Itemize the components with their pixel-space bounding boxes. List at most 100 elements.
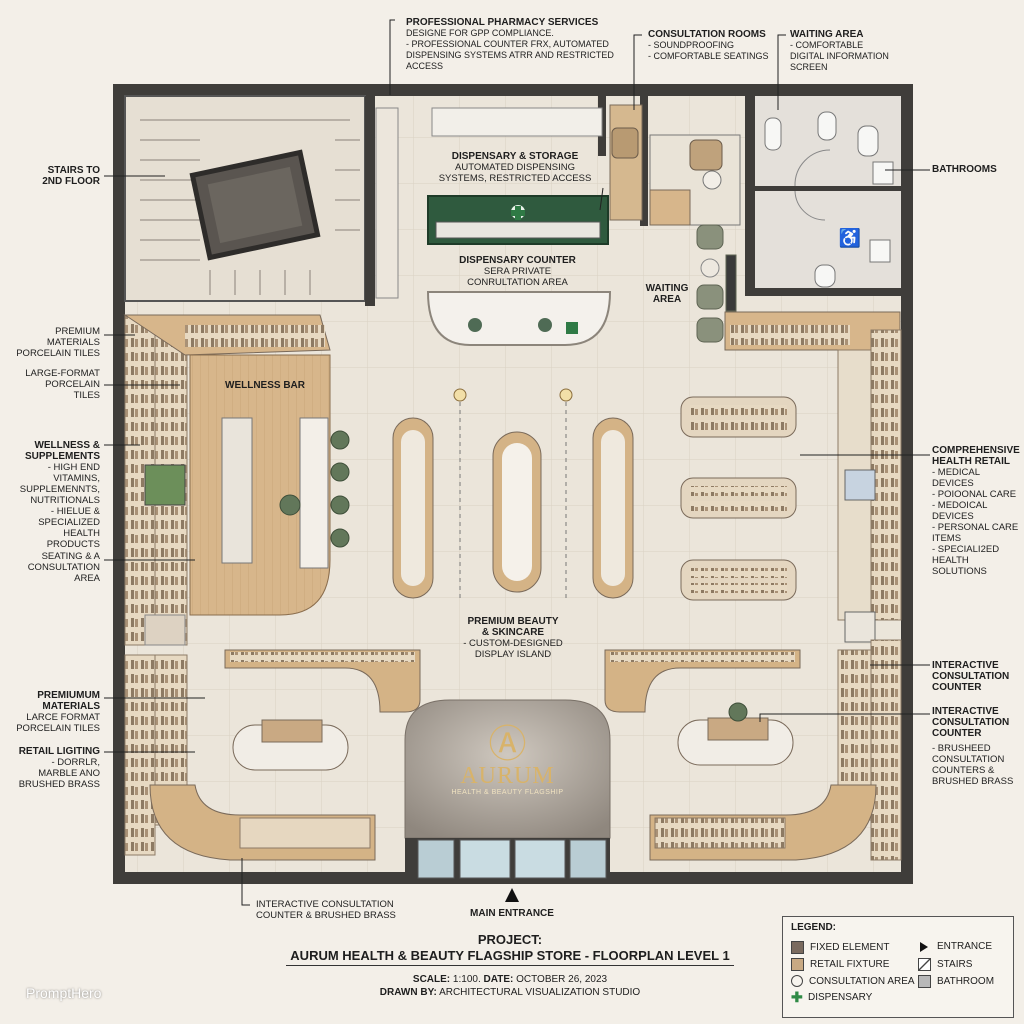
callout-line: - HIELUE & bbox=[50, 506, 100, 517]
callout-line: MARBLE ANO bbox=[38, 768, 100, 779]
legend-item-bathroom: BATHROOM bbox=[918, 975, 994, 988]
callout-title: COUNTER bbox=[932, 682, 982, 693]
room-dispensary-counter: DISPENSARY COUNTER SERA PRIVATE CONRULTA… bbox=[430, 255, 605, 288]
leader-lines bbox=[104, 19, 930, 906]
entrance-arrow-icon bbox=[505, 888, 519, 902]
legend: LEGEND: FIXED ELEMENT ENTRANCE RETAIL FI… bbox=[782, 916, 1014, 1018]
callout-line: - COMFORTABLE bbox=[790, 40, 864, 50]
room-title: DISPENSARY & STORAGE bbox=[451, 151, 579, 162]
callout-title: MAIN ENTRANCE bbox=[470, 908, 554, 919]
legend-label: CONSULTATION AREA bbox=[809, 975, 915, 987]
room-title: WAITING bbox=[645, 283, 689, 294]
callout-line: - HIGH END bbox=[47, 462, 100, 473]
logo-mark-icon: Ⓐ bbox=[488, 722, 527, 766]
callout-title: COMPREHENSIVE bbox=[932, 445, 1020, 456]
entry-marble bbox=[404, 699, 611, 839]
callout-line: AREA bbox=[74, 573, 100, 584]
callout-title: PREMIUMUM bbox=[37, 690, 100, 701]
callout-line: DISPENSING SYSTEMS ATRR AND RESTRICTED bbox=[406, 50, 614, 60]
room-premium-beauty: PREMIUM BEAUTY & SKINCARE - CUSTOM-DESIG… bbox=[448, 616, 578, 660]
callout-pharmacy-services: PROFESSIONAL PHARMACY SERVICES DESIGNE F… bbox=[406, 17, 636, 72]
callout-line: LARCE FORMAT bbox=[26, 712, 100, 723]
left-wall-shelving bbox=[123, 314, 331, 856]
legend-label: RETAIL FIXTURE bbox=[810, 959, 890, 970]
project-label: PROJECT: bbox=[477, 932, 543, 947]
callout-line: PORCELAIN bbox=[45, 379, 100, 390]
callout-title: CONSULTATION bbox=[932, 671, 1010, 682]
callout-line: MATERIALS bbox=[46, 337, 100, 348]
callout-wellness-supplements: WELLNESS & SUPPLEMENTS - HIGH END VITAMI… bbox=[2, 440, 100, 550]
stairs-icon bbox=[918, 958, 931, 971]
drawn-label: DRAWN BY: bbox=[379, 987, 437, 998]
date-label: DATE: bbox=[483, 974, 514, 985]
room-title: PREMIUM BEAUTY bbox=[467, 616, 559, 627]
entrance-doors bbox=[405, 838, 610, 884]
consultation-counters bbox=[232, 702, 794, 771]
callout-line: CONSULTATION bbox=[932, 754, 1005, 765]
fixed-element-swatch bbox=[791, 941, 804, 954]
bottom-shelving bbox=[149, 784, 877, 861]
callout-line: BRUSHED BRASS bbox=[932, 776, 1014, 787]
callout-title: BATHROOMS bbox=[932, 164, 997, 175]
callout-comprehensive-health: COMPREHENSIVE HEALTH RETAIL - MEDICAL DE… bbox=[932, 445, 1022, 577]
callout-title: CONSULTATION bbox=[932, 717, 1010, 728]
legend-label: DISPENSARY bbox=[808, 992, 873, 1003]
callout-line: - MEDOICAL bbox=[932, 500, 988, 511]
callout-waiting-area: WAITING AREA - COMFORTABLE DIGITAL INFOR… bbox=[790, 29, 910, 73]
callout-line: - PERSONAL CARE bbox=[932, 522, 1019, 533]
green-cross-icon: ✚ bbox=[791, 989, 803, 1005]
callout-line: SPECIALIZED HEALTH bbox=[38, 517, 100, 539]
scale-date-row: SCALE: 1:100. DATE: OCTOBER 26, 2023 bbox=[250, 974, 770, 985]
callout-line: PRODUCTS bbox=[46, 539, 100, 550]
callout-line: ITEMS bbox=[932, 533, 962, 544]
svg-text:♿: ♿ bbox=[839, 227, 861, 248]
room-title: DISPENSARY COUNTER bbox=[459, 255, 576, 266]
date-value: OCTOBER 26, 2023 bbox=[516, 974, 608, 985]
callout-line: ACCESS bbox=[406, 61, 444, 71]
scale-value: 1:100. bbox=[452, 974, 481, 985]
callout-title: WELLNESS & bbox=[34, 440, 100, 451]
callout-line: - MEDICAL bbox=[932, 467, 981, 478]
callout-line: COUNTERS & bbox=[932, 765, 995, 776]
right-wall-shelving bbox=[724, 311, 902, 861]
callout-title: INTERACTIVE bbox=[932, 706, 999, 717]
callout-line: - SOUNDPROOFING bbox=[648, 40, 735, 50]
room-title: AREA bbox=[652, 294, 682, 305]
beauty-islands bbox=[392, 388, 634, 600]
retail-fixture-swatch bbox=[791, 958, 804, 971]
bathroom-swatch bbox=[918, 975, 931, 988]
callout-premium-materials-bottom: PREMIUMUM MATERIALS LARCE FORMAT PORCELA… bbox=[5, 690, 100, 734]
callout-title: 2ND FLOOR bbox=[42, 176, 100, 187]
callout-title: PROFESSIONAL PHARMACY SERVICES bbox=[406, 17, 599, 28]
callout-line: CONSULTATION bbox=[27, 562, 100, 573]
watermark: PromptHero bbox=[26, 985, 102, 1001]
room-wellness-bar: WELLNESS BAR bbox=[220, 380, 310, 391]
scale-label: SCALE: bbox=[412, 974, 451, 985]
callout-interactive-counter-bottom: INTERACTIVE CONSULTATION COUNTER & BRUSH… bbox=[256, 899, 426, 921]
stairwell bbox=[124, 95, 366, 302]
callout-title: RETAIL LIGITING bbox=[18, 746, 100, 757]
room-dispensary-storage: DISPENSARY & STORAGE AUTOMATED DISPENSIN… bbox=[420, 151, 610, 184]
callout-line: - DORRLR, bbox=[51, 757, 100, 768]
right-gondolas bbox=[680, 396, 797, 601]
room-line: AUTOMATED DISPENSING bbox=[455, 162, 575, 173]
legend-item-stairs: STAIRS bbox=[918, 958, 972, 971]
callout-title: COUNTER bbox=[932, 728, 982, 739]
callout-title: WAITING AREA bbox=[790, 29, 864, 40]
callout-large-format-tiles: LARGE-FORMAT PORCELAIN TILES bbox=[5, 368, 100, 401]
callout-line: - POIOONAL CARE bbox=[932, 489, 1017, 500]
callout-line: - COMFORTABLE SEATINGS bbox=[648, 51, 769, 61]
callout-interactive-counter-1: INTERACTIVE CONSULTATION COUNTER bbox=[932, 660, 1022, 693]
triangle-right-icon bbox=[920, 941, 928, 952]
room-waiting-area: WAITING AREA bbox=[636, 283, 698, 305]
callout-bathrooms: BATHROOMS bbox=[932, 164, 1022, 175]
callout-retail-lighting: RETAIL LIGITING - DORRLR, MARBLE ANO BRU… bbox=[5, 746, 100, 790]
room-line: - CUSTOM-DESIGNED bbox=[463, 638, 563, 649]
legend-item-entrance: ENTRANCE bbox=[918, 941, 992, 952]
callout-title: CONSULTATION ROOMS bbox=[648, 29, 766, 40]
callout-line: LARGE-FORMAT bbox=[25, 368, 100, 379]
callout-line: DESIGNE FOR GPP COMPLIANCE. bbox=[406, 28, 554, 38]
legend-title: LEGEND: bbox=[791, 922, 836, 933]
callout-line: VITAMINS, bbox=[53, 473, 100, 484]
